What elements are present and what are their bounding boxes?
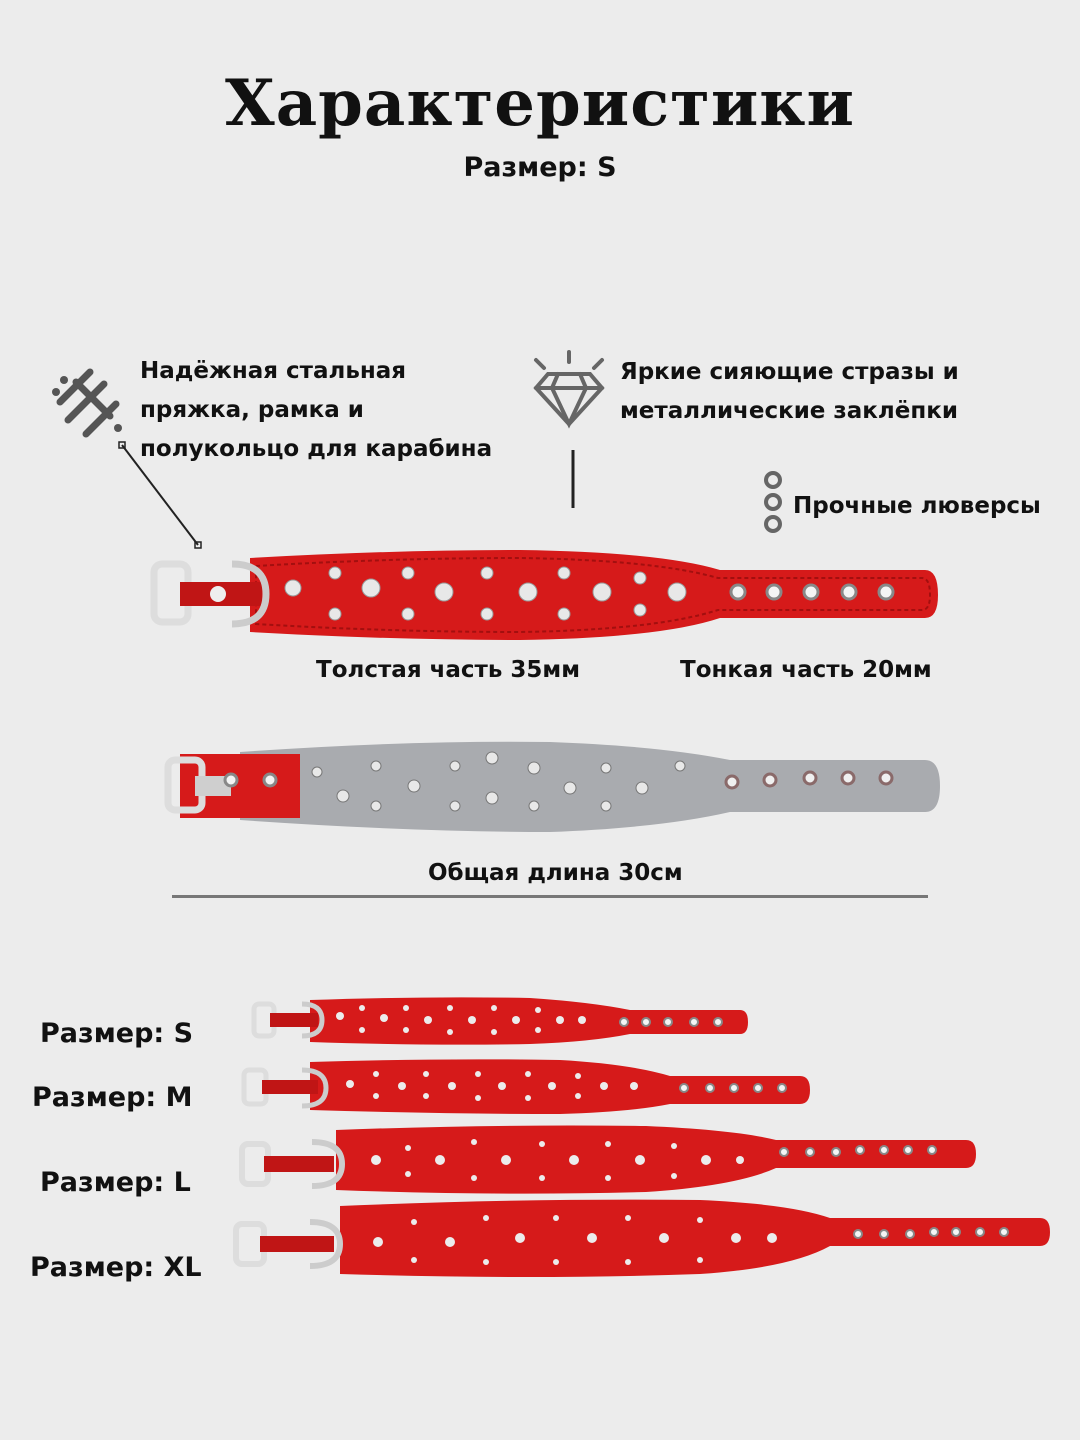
- buckle-icon: [46, 362, 130, 446]
- thin-part-label: Тонкая часть 20мм: [680, 657, 932, 683]
- total-length-label: Общая длина 30см: [428, 860, 683, 886]
- collar-size-s-image: [251, 997, 748, 1045]
- collar-main-image: [150, 550, 938, 640]
- page-title: Характеристики: [225, 66, 855, 141]
- size-label-xl: Размер: XL: [30, 1252, 202, 1283]
- diamond-icon: [528, 350, 610, 430]
- collar-size-xl-image: [233, 1199, 1050, 1277]
- grommets-icon: [762, 470, 784, 536]
- feature-rhinestones-text: Яркие сияющие стразы и металлические зак…: [620, 359, 959, 424]
- collar-size-l-image: [239, 1125, 976, 1194]
- collar-size-m-image: [241, 1059, 810, 1114]
- feature-buckle-text: Надёжная стальная пряжка, рамка и полуко…: [140, 358, 493, 462]
- feature-grommets-text: Прочные люверсы: [793, 493, 1041, 519]
- size-subtitle: Размер: S: [463, 152, 617, 183]
- size-label-l: Размер: L: [40, 1167, 191, 1198]
- thick-part-label: Толстая часть 35мм: [316, 657, 581, 683]
- collar-inner-image: [164, 741, 940, 832]
- size-label-s: Размер: S: [40, 1018, 194, 1049]
- divider: [172, 895, 928, 898]
- size-label-m: Размер: M: [32, 1082, 193, 1113]
